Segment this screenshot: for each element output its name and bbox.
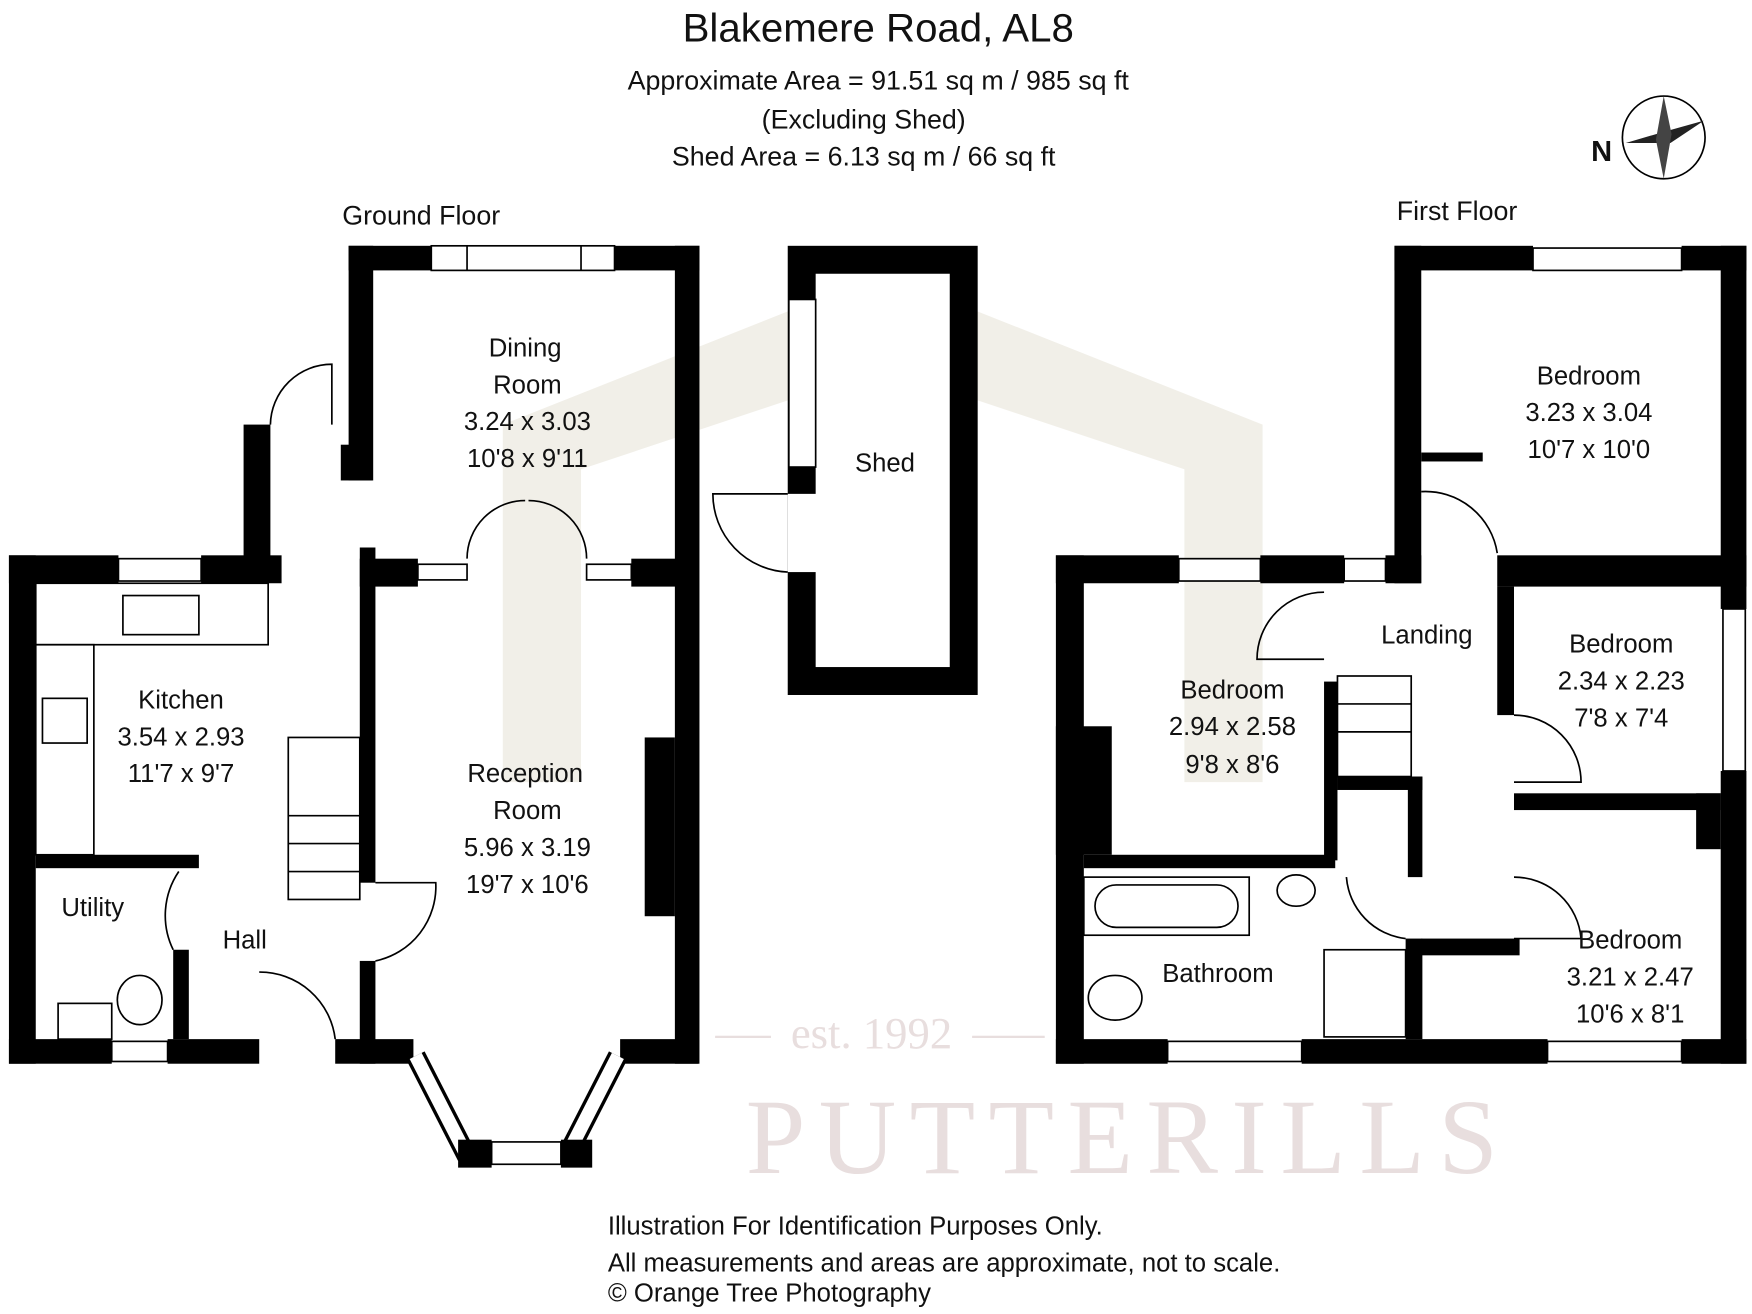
shed-area-text: Shed Area = 6.13 sq m / 66 sq ft (672, 141, 1056, 171)
ground-floor-walls (8, 244, 700, 1168)
compass-north-label: N (1591, 136, 1612, 168)
room-landing: Landing (1381, 622, 1472, 650)
reception-imperial: 19'7 x 10'6 (466, 871, 589, 899)
compass-rose-icon: N (1591, 95, 1706, 180)
ground-floor-heading: Ground Floor (342, 201, 500, 231)
bedroom1-name: Bedroom (1537, 362, 1641, 390)
first-floor-walls (1055, 245, 1747, 1064)
bedroom1-metric: 3.23 x 3.04 (1525, 399, 1652, 427)
kitchen-name: Kitchen (138, 686, 224, 714)
room-utility: Utility (61, 894, 124, 922)
plan-title: Blakemere Road, AL8 (683, 5, 1074, 50)
room-reception: Reception Room 5.96 x 3.19 19'7 x 10'6 (464, 760, 591, 899)
room-bedroom-3: Bedroom 2.34 x 2.23 7'8 x 7'4 (1558, 631, 1685, 733)
copyright-text: © Orange Tree Photography (608, 1280, 931, 1308)
room-hall: Hall (223, 927, 267, 955)
bedroom2-metric: 2.94 x 2.58 (1169, 713, 1296, 741)
room-bedroom-1: Bedroom 3.23 x 3.04 10'7 x 10'0 (1525, 362, 1652, 464)
room-bedroom-2: Bedroom 2.94 x 2.58 9'8 x 8'6 (1169, 676, 1296, 779)
landing-name: Landing (1381, 622, 1472, 650)
dining-name-line-1: Dining (489, 334, 562, 362)
room-bathroom: Bathroom (1162, 960, 1273, 988)
bedroom3-name: Bedroom (1569, 631, 1673, 659)
bedroom3-metric: 2.34 x 2.23 (1558, 667, 1685, 695)
room-kitchen: Kitchen 3.54 x 2.93 11'7 x 9'7 (117, 686, 244, 788)
room-shed: Shed (855, 450, 915, 478)
bedroom4-metric: 3.21 x 2.47 (1567, 964, 1694, 992)
disclaimer-line-2: All measurements and areas are approxima… (608, 1250, 1281, 1278)
disclaimer-line-1: Illustration For Identification Purposes… (608, 1213, 1103, 1241)
room-dining: Dining Room 3.24 x 3.03 10'8 x 9'11 (464, 334, 591, 473)
hall-name: Hall (223, 927, 267, 955)
reception-name-line-1: Reception (467, 760, 583, 788)
room-bedroom-4: Bedroom 3.21 x 2.47 10'6 x 8'1 (1567, 927, 1694, 1029)
bedroom4-imperial: 10'6 x 8'1 (1576, 1000, 1684, 1028)
bedroom2-imperial: 9'8 x 8'6 (1185, 751, 1279, 779)
reception-metric: 5.96 x 3.19 (464, 834, 591, 862)
bedroom1-imperial: 10'7 x 10'0 (1528, 436, 1651, 464)
dining-name-line-2: Room (493, 371, 562, 399)
utility-name: Utility (61, 894, 124, 922)
watermark-est: est. 1992 (791, 1008, 952, 1058)
excluding-shed-text: (Excluding Shed) (762, 104, 966, 134)
kitchen-metric: 3.54 x 2.93 (117, 723, 244, 751)
reception-name-line-2: Room (493, 797, 562, 825)
bedroom4-name: Bedroom (1578, 927, 1682, 955)
bedroom3-imperial: 7'8 x 7'4 (1574, 704, 1668, 732)
bedroom2-name: Bedroom (1180, 676, 1284, 704)
kitchen-imperial: 11'7 x 9'7 (128, 760, 234, 788)
shed-walls (712, 245, 978, 695)
watermark-brand: PUTTERILLS (746, 1078, 1512, 1197)
bathroom-name: Bathroom (1162, 960, 1273, 988)
first-floor-heading: First Floor (1397, 196, 1518, 226)
dining-metric: 3.24 x 3.03 (464, 408, 591, 436)
shed-name: Shed (855, 450, 915, 478)
area-text: Approximate Area = 91.51 sq m / 985 sq f… (628, 65, 1130, 95)
dining-imperial: 10'8 x 9'11 (467, 445, 588, 473)
